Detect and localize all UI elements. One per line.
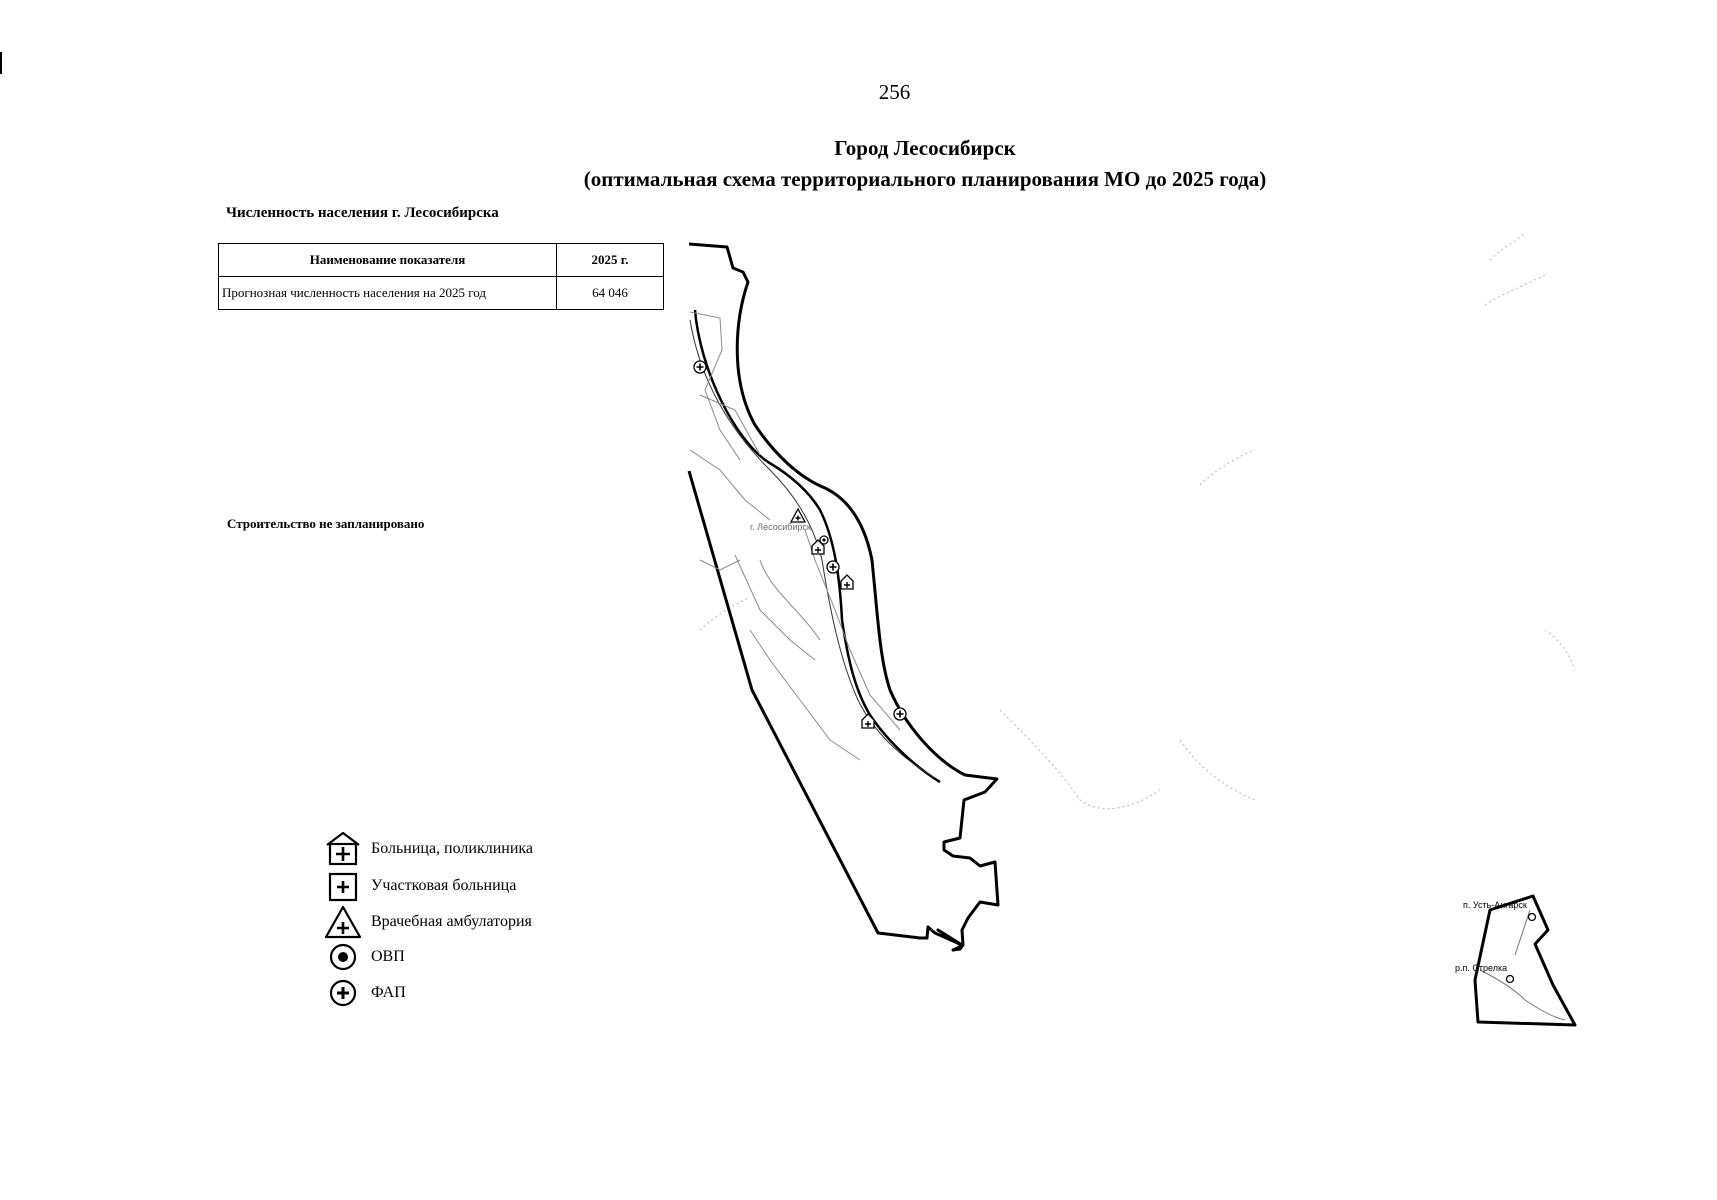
inset-map: п. Усть-Ангарск р.п. Стрелка [1455,894,1577,1027]
inset-boundary [1473,894,1577,1027]
population-table: Наименование показателя 2025 г. Прогнозн… [218,243,664,310]
map-marker-hospital [811,539,825,555]
map-marker-fap [893,707,907,721]
legend-item: Больница, поликлиника [323,831,534,866]
page-number: 256 [878,80,911,104]
legend-item: Участковая больница [323,869,516,903]
hospital-polyclinic-icon [326,831,360,866]
inset-settlement-marker [1527,912,1537,922]
inset-label-strelka: р.п. Стрелка [1455,963,1507,973]
ovp-icon [329,943,357,971]
legend-label: ОВП [371,948,405,965]
legend-label: ФАП [371,984,406,1001]
legend-item: ФАП [323,976,406,1010]
municipality-boundary [687,242,1000,952]
column-header-year: 2025 г. [556,243,664,277]
map-marker-fap [693,360,707,374]
legend-item: ОВП [323,940,405,974]
construction-note: Строительство не запланировано [227,516,425,531]
faint-contours [699,231,1576,810]
scan-edge-mark [0,52,2,74]
roads [689,311,901,761]
indicator-value-cell: 64 046 [556,276,664,310]
inset-settlement-marker [1505,974,1515,984]
map-marker-ovp [819,535,829,545]
table-header-row: Наименование показателя 2025 г. [218,243,664,277]
map-city-label: г. Лесосибирск [750,522,811,532]
map-marker-fap [826,560,840,574]
fap-icon [329,979,357,1007]
map-facility-markers [693,360,907,729]
legend-label: Участковая больница [371,877,517,894]
legend-label: Врачебная амбулатория [371,913,532,930]
legend-label: Больница, поликлиника [371,840,534,857]
column-header-indicator: Наименование показателя [218,243,557,277]
map-marker-ambulatory [789,507,807,523]
inset-label-ust-angarsk: п. Усть-Ангарск [1463,900,1527,910]
indicator-name-cell: Прогнозная численность населения на 2025… [218,276,557,310]
map-marker-hospital [840,574,854,590]
medical-ambulatory-icon [324,905,362,939]
page-title: Город Лесосибирск [834,136,1016,160]
population-heading: Численность населения г. Лесосибирска [226,205,499,221]
map-marker-district-hospital [861,713,875,729]
page-subtitle: (оптимальная схема территориального план… [583,167,1267,191]
legend-item: Врачебная амбулатория [323,905,532,939]
table-row: Прогнозная численность населения на 2025… [218,276,664,310]
district-hospital-icon [328,872,358,902]
